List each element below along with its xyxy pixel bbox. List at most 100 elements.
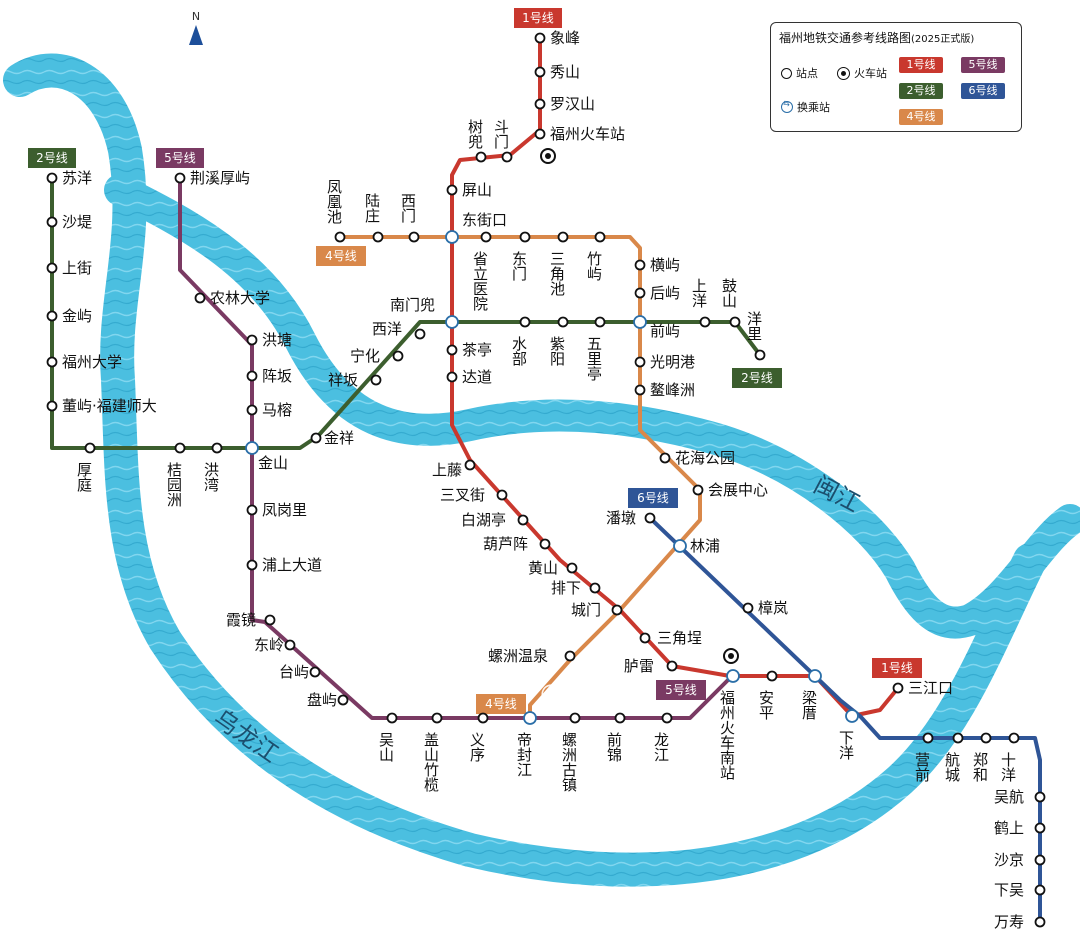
station-marker (517, 514, 529, 526)
station-label: 排下 (551, 579, 581, 597)
station-marker (464, 459, 476, 471)
station-marker (569, 712, 581, 724)
station-label: 台屿 (279, 663, 309, 681)
station: 鳌峰洲 (634, 381, 695, 399)
station-marker (539, 538, 551, 550)
station-label: 桔园洲 (165, 462, 183, 507)
station: 福州火车南站 (718, 669, 740, 780)
station-marker (566, 562, 578, 574)
station-marker (766, 670, 778, 682)
svg-text:1号线: 1号线 (522, 11, 554, 25)
station: 三角埕 (639, 629, 702, 647)
station: 陆庄 (363, 193, 384, 243)
station-label: 斗门 (492, 119, 510, 150)
station-label: 屏山 (462, 181, 492, 199)
station-marker (446, 344, 458, 356)
station: 水部 (510, 316, 531, 366)
station-label: 帝封江 (515, 732, 533, 777)
svg-text:2号线: 2号线 (36, 151, 68, 165)
station-label: 三江口 (908, 679, 953, 697)
station-marker (334, 231, 346, 243)
station-marker (446, 371, 458, 383)
station-marker (408, 231, 420, 243)
station: 荆溪厚屿 (174, 169, 250, 187)
station: 梁厝 (800, 669, 822, 720)
station-label: 西门 (399, 193, 417, 224)
station: 凤岗里 (246, 501, 307, 519)
transfer-station-marker (726, 669, 740, 683)
station-label: 紫阳 (548, 336, 566, 366)
station-marker (46, 262, 58, 274)
svg-text:5号线: 5号线 (164, 151, 196, 165)
station-marker (614, 712, 626, 724)
station-label: 厚庭 (75, 462, 93, 493)
station-marker (661, 712, 673, 724)
station-label: 龙江 (652, 732, 670, 762)
station-label: 浦上大道 (262, 556, 322, 574)
station: 帝封江 (515, 711, 537, 777)
station-label: 光明港 (650, 353, 695, 371)
station-marker (534, 66, 546, 78)
station-marker (174, 172, 186, 184)
station: 西门 (399, 193, 420, 243)
station-marker (659, 452, 671, 464)
station-label: 吴山 (377, 732, 395, 762)
station-label: 树兜 (466, 119, 484, 150)
station-marker (46, 172, 58, 184)
station: 鼓山 (720, 278, 741, 328)
station-label: 万寿 (994, 913, 1024, 931)
station-marker (1034, 884, 1046, 896)
station-marker (729, 316, 741, 328)
station: 董屿·福建师大 (46, 397, 157, 415)
station: 金山 (245, 441, 288, 472)
station-label: 陆庄 (363, 193, 381, 223)
train-station-symbol-icon (837, 66, 850, 80)
station-label: 阵坂 (262, 367, 292, 385)
station-marker (564, 650, 576, 662)
station-label: 鼓山 (720, 278, 738, 308)
station-label: 营前 (913, 752, 931, 783)
north-label: N (191, 10, 201, 23)
station-label: 花海公园 (675, 449, 735, 467)
station-marker (480, 231, 492, 243)
station-marker (922, 732, 934, 744)
station: 白湖亭 (461, 511, 529, 529)
station-marker (392, 350, 404, 362)
station-marker (246, 559, 258, 571)
transfer-station-marker (673, 539, 687, 553)
transfer-station-marker (808, 669, 822, 683)
station-marker (264, 614, 276, 626)
legend-transfer: 换乘站 (781, 99, 830, 115)
station-marker (309, 666, 321, 678)
station-label: 西洋 (372, 320, 402, 338)
station: 桔园洲 (165, 442, 186, 507)
station-marker (501, 151, 513, 163)
station-label: 苏洋 (62, 169, 92, 187)
station: 横屿 (634, 256, 680, 274)
station-marker (1034, 854, 1046, 866)
station-label: 秀山 (550, 63, 580, 81)
station: 会展中心 (692, 481, 768, 499)
station: 上街 (46, 259, 92, 277)
station-label: 金屿 (62, 307, 92, 325)
station-label: 胪雷 (624, 657, 654, 675)
station-marker (84, 442, 96, 454)
station: 台屿 (279, 663, 321, 681)
station-marker (952, 732, 964, 744)
station-marker (666, 660, 678, 672)
station-label: 福州大学 (62, 353, 122, 371)
legend-line-6: 6号线 (961, 83, 1005, 99)
station-marker (754, 349, 766, 361)
station: 黄山 (528, 559, 578, 577)
station: 象峰 (534, 29, 580, 47)
station-marker (611, 604, 623, 616)
station-marker (246, 334, 258, 346)
station-label: 前屿 (650, 322, 680, 340)
svg-text:2号线: 2号线 (741, 371, 773, 385)
map-title: 福州地铁交通参考线路图 (779, 31, 912, 45)
station: 上洋 (690, 278, 711, 328)
station-label: 象峰 (550, 29, 580, 47)
station-marker (634, 384, 646, 396)
station-label: 横屿 (650, 256, 680, 274)
station: 达道 (446, 368, 492, 386)
